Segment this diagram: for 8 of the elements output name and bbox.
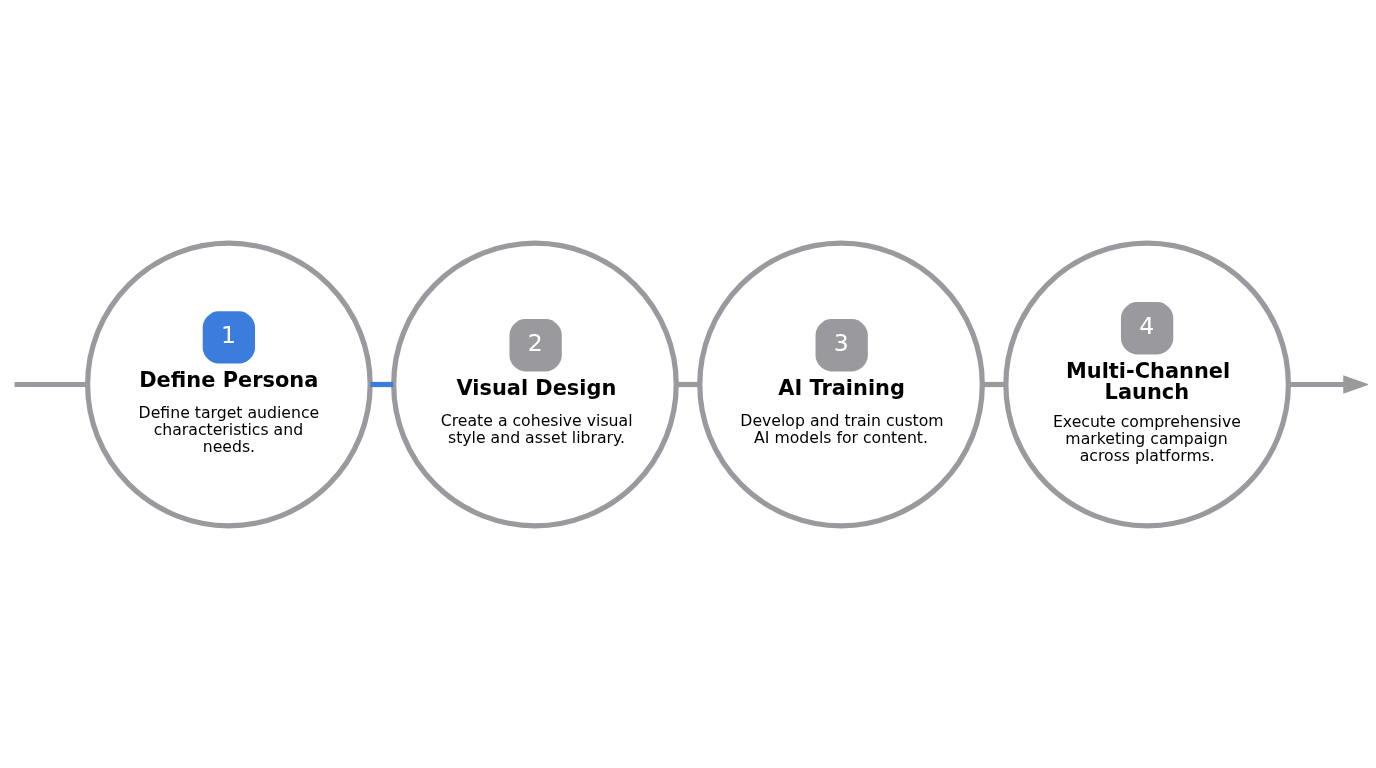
node-circle: 1 Define Persona Define target audience characteristics and needs. — [85, 240, 373, 528]
connector — [676, 381, 700, 387]
node-circle: 4 Multi-Channel Launch Execute comprehensive marketing campaign across platforms. — [1003, 240, 1291, 528]
connector — [14, 381, 88, 387]
connector — [370, 381, 394, 387]
node-circle: 3 AI Training Develop and train custom AI models for content. — [697, 240, 985, 528]
node-circle: 2 Visual Design Create a cohesive visual style and asset library. — [391, 240, 679, 528]
connector — [982, 381, 1006, 387]
